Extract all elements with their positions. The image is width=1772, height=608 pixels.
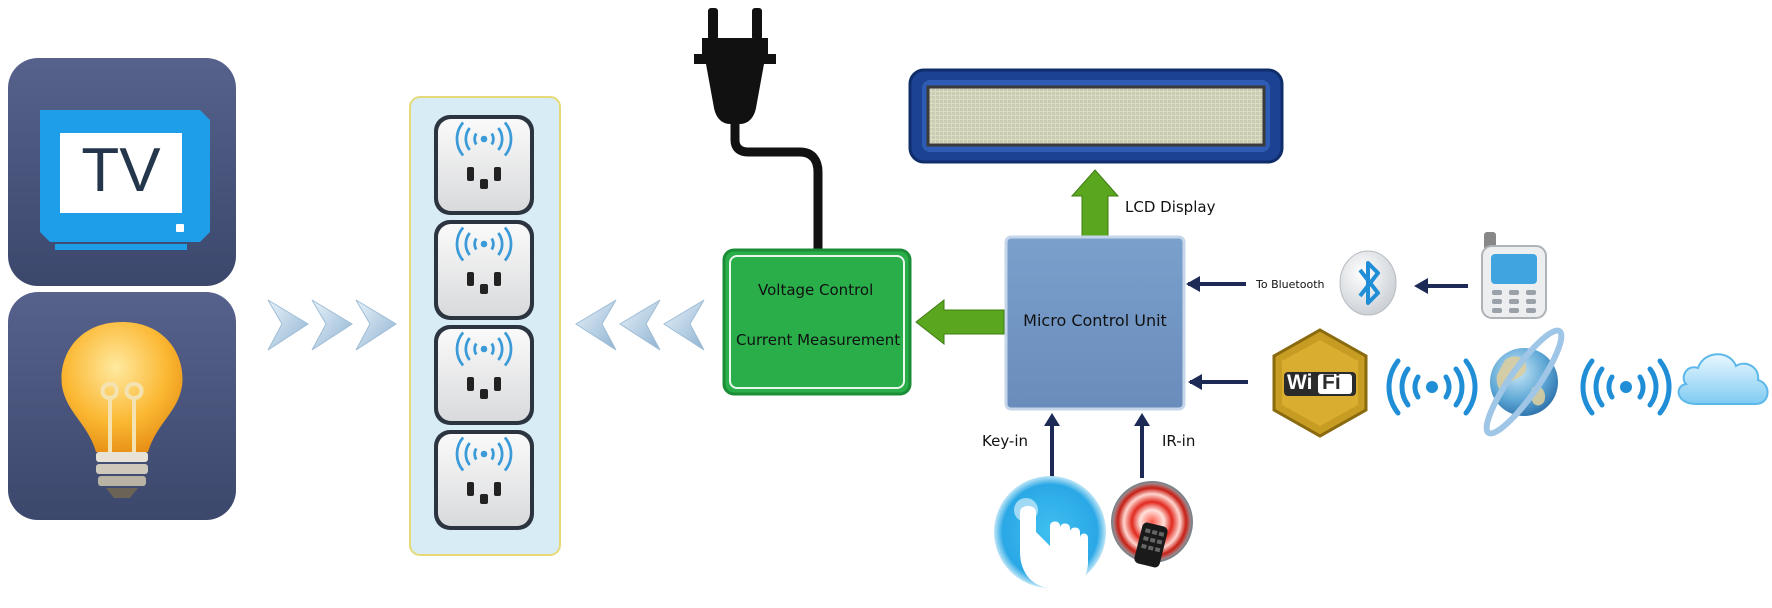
mcu-label: Micro Control Unit <box>1023 311 1167 330</box>
green-arrow-up <box>1070 169 1120 237</box>
tv-icon <box>8 58 236 286</box>
ir-remote-icon <box>1111 481 1193 568</box>
bluetooth-icon <box>1339 250 1397 316</box>
voltage-control-box <box>722 248 912 396</box>
bluetooth-label: To Bluetooth <box>1256 278 1325 291</box>
wifi-text-fi: Fi <box>1322 371 1341 394</box>
wireless-signal-icon <box>1583 361 1669 413</box>
current-measurement-label: Current Measurement <box>736 331 901 349</box>
wifi-badge-icon <box>1272 328 1368 438</box>
wireless-signal-icon <box>1389 361 1475 413</box>
key-in-label: Key-in <box>982 432 1029 450</box>
light-bulb-icon <box>8 292 236 520</box>
ir-in-label: IR-in <box>1162 432 1196 450</box>
navy-arrows <box>1044 276 1468 478</box>
smart-socket-icon <box>434 430 534 530</box>
wifi-text-wi: Wi <box>1287 371 1313 394</box>
lcd-display-icon <box>908 68 1284 164</box>
chevron-right-icon <box>267 299 397 351</box>
smart-socket-panel <box>409 96 561 556</box>
lcd-display-label: LCD Display <box>1125 198 1216 216</box>
smart-socket-icon <box>434 115 534 215</box>
mcu-box <box>1004 235 1186 411</box>
globe-icon <box>1483 327 1565 437</box>
tv-label: TV <box>81 136 161 205</box>
green-arrow-left <box>915 298 1005 346</box>
touch-key-icon <box>994 476 1106 588</box>
smart-socket-icon <box>434 220 534 320</box>
smart-socket-icon <box>434 325 534 425</box>
power-plug-icon <box>694 8 823 255</box>
mobile-phone-icon <box>1481 232 1547 319</box>
chevron-left-icon <box>575 299 705 351</box>
voltage-control-label: Voltage Control <box>758 281 874 299</box>
cloud-icon <box>1677 353 1769 405</box>
